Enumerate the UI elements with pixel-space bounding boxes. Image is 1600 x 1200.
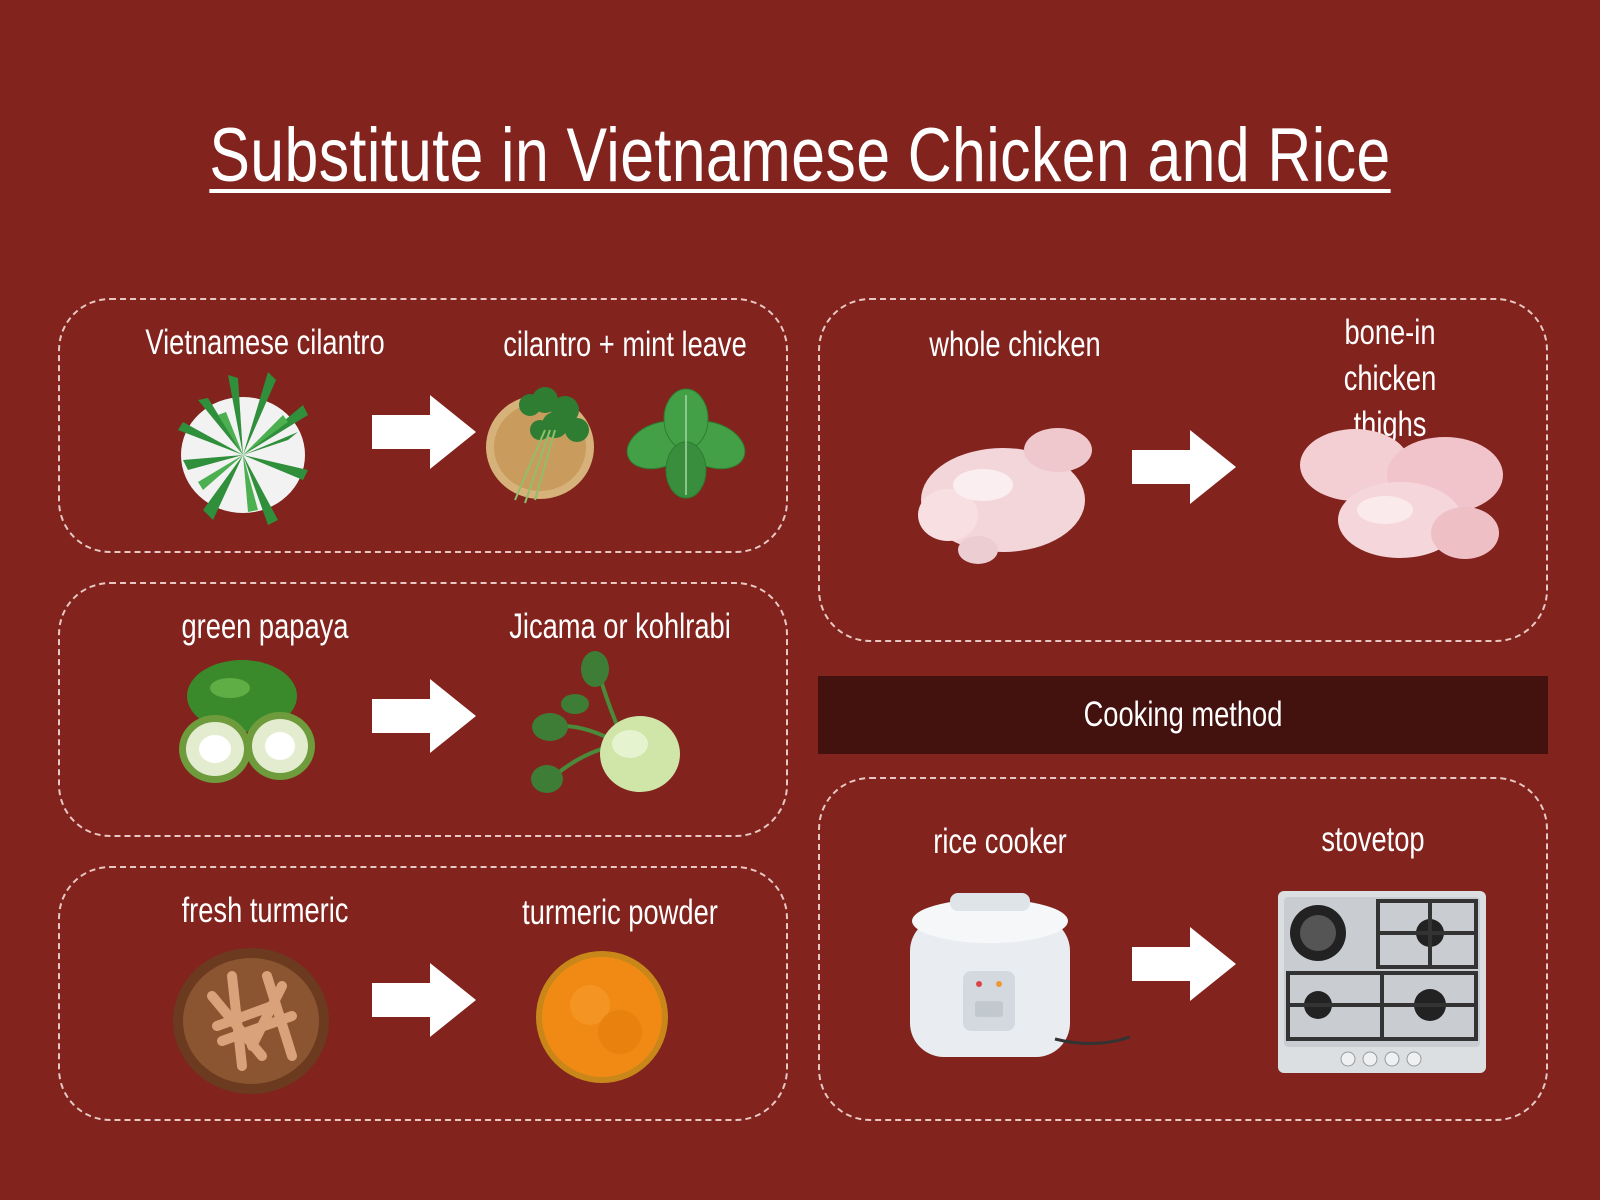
arrow-right-icon (1132, 927, 1236, 1001)
rice-cooker-image (910, 893, 1131, 1057)
substitute-label: turmeric powder (522, 893, 718, 932)
vietnamese-cilantro-image (178, 372, 308, 525)
arrow-right-icon (372, 963, 476, 1037)
original-label: Vietnamese cilantro (145, 323, 385, 362)
substitute-label: bone-in chicken thighs (1343, 313, 1437, 444)
kohlrabi-image (531, 651, 680, 793)
cooking-method-header: Cooking method (818, 676, 1548, 754)
substitution-panel-cooking-method: rice cooker stovetop (818, 777, 1548, 1121)
original-label: fresh turmeric (181, 891, 349, 930)
substitute-label: cilantro + mint leave (503, 325, 747, 364)
page-title: Substitute in Vietnamese Chicken and Ric… (209, 113, 1391, 198)
fresh-turmeric-image (173, 948, 329, 1094)
cooking-method-heading: Cooking method (1083, 695, 1283, 734)
original-label: green papaya (181, 607, 349, 646)
whole-chicken-image (918, 428, 1092, 564)
arrow-right-icon (372, 395, 476, 469)
substitution-panel-cilantro: Vietnamese cilantro cilantro + mint leav… (58, 298, 788, 553)
substitution-panel-papaya: green papaya Jicama or kohlrabi (58, 582, 788, 837)
substitution-panel-turmeric: fresh turmeric turmeric powder (58, 866, 788, 1121)
cilantro-image (486, 387, 594, 504)
substitute-label: Jicama or kohlrabi (509, 607, 731, 646)
mint-leaves-image (626, 388, 746, 499)
substitute-label: stovetop (1321, 820, 1425, 859)
arrow-right-icon (1132, 430, 1236, 504)
turmeric-powder-image (536, 951, 668, 1083)
original-label: rice cooker (933, 822, 1067, 861)
chicken-thighs-image (1300, 429, 1503, 559)
green-papaya-image (179, 660, 315, 783)
arrow-right-icon (372, 679, 476, 753)
original-label: whole chicken (929, 325, 1101, 364)
stovetop-image (1278, 891, 1486, 1073)
substitution-panel-chicken: whole chicken bone-in chicken thighs (818, 298, 1548, 642)
